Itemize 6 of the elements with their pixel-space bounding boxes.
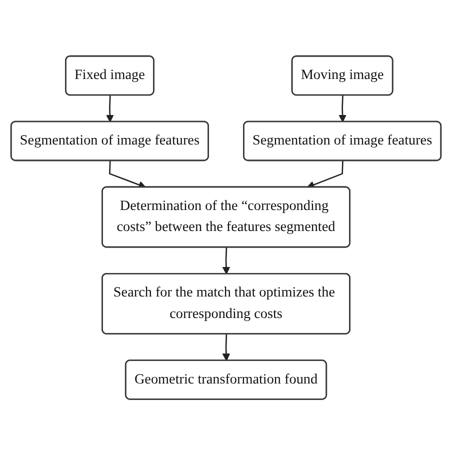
arrow — [109, 160, 146, 188]
arrow — [106, 95, 114, 122]
arrow — [338, 95, 346, 122]
arrow — [306, 160, 344, 188]
arrow — [222, 247, 230, 274]
arrow — [222, 334, 230, 361]
